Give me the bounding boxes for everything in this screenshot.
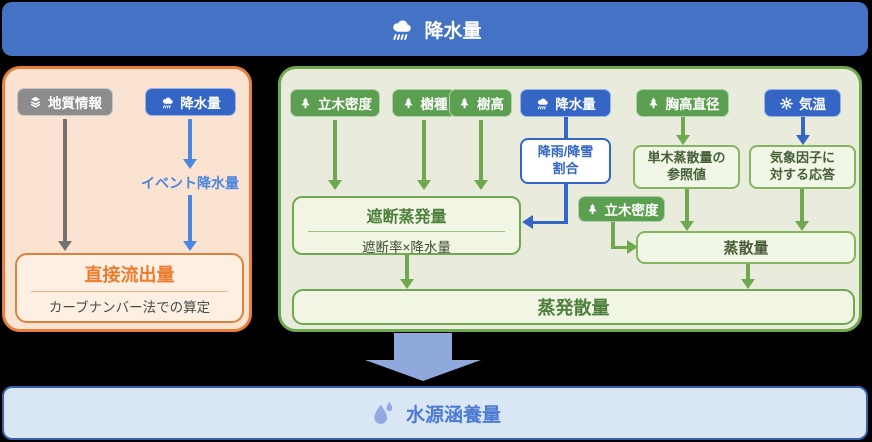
precipitation-pill-right-label: 降水量: [555, 97, 596, 112]
ratio-line2: 割合: [552, 161, 579, 176]
temperature-pill: 気温: [764, 89, 841, 117]
tree-icon: [298, 96, 313, 111]
transpiration-box: 蒸散量: [636, 231, 856, 264]
arrowhead: [796, 135, 810, 145]
arrow-interception-to-evapo: [405, 255, 409, 279]
interception-formula: 遮断率×降水量: [362, 240, 451, 255]
evapotranspiration-box: 蒸発散量: [292, 289, 855, 325]
geology-pill-label: 地質情報: [48, 96, 102, 111]
precipitation-pill-left: 降水量: [145, 88, 236, 116]
tree-density-pill: 立木密度: [290, 89, 380, 117]
direct-runoff-panel: 地質情報 降水量 イベント降水量 直接流出量 カーブナンバー法での算定: [2, 66, 252, 332]
reference-line2: 参照値: [666, 167, 706, 182]
arrow-precip-to-ratio: [564, 117, 568, 138]
arrowhead: [680, 221, 694, 231]
arrow-height-to-interception: [479, 120, 483, 180]
evapotranspiration-panel: 立木密度 樹種 樹高 降水量 胸高直径 気温: [278, 66, 862, 332]
arrow-dbh-to-reference: [681, 117, 685, 135]
tree-height-pill: 樹高: [449, 89, 512, 117]
layers-icon: [28, 95, 43, 110]
tree-icon: [646, 96, 661, 111]
down-block-arrow-tip: [365, 360, 481, 381]
event-precipitation-label: イベント降水量: [141, 175, 239, 191]
tree-density-pill-2-label: 立木密度: [604, 203, 659, 218]
reference-line1: 単木蒸散量の: [647, 150, 726, 166]
arrow-precip-to-event: [188, 119, 192, 159]
precipitation-pill-right: 降水量: [520, 89, 611, 117]
dbh-pill: 胸高直径: [636, 89, 729, 117]
tree-density-label: 立木密度: [318, 97, 372, 112]
arrow-density-to-interception: [333, 120, 337, 180]
arrow-species-to-interception: [422, 120, 426, 180]
tree-icon: [585, 202, 600, 217]
arrowhead: [400, 279, 414, 289]
tree-species-label: 樹種: [420, 97, 448, 112]
sun-icon: [779, 96, 794, 111]
response-line1: 気象因子に: [769, 150, 835, 166]
rain-cloud-icon: [388, 16, 415, 43]
arrowhead: [741, 279, 755, 289]
arrow-reference-to-transpiration: [685, 189, 689, 221]
arrowhead: [522, 215, 533, 229]
arrowhead: [183, 159, 197, 169]
rain-cloud-icon: [160, 95, 175, 110]
single-tree-reference-box: 単木蒸散量の 参照値: [633, 145, 740, 189]
arrow-ratio-down: [564, 184, 568, 224]
interception-box: 遮断蒸発量 遮断率×降水量: [292, 196, 521, 255]
water-recharge-banner-label: 水源涵養量: [405, 404, 501, 426]
arrow-response-to-transpiration: [800, 189, 804, 221]
arrow-density2-down: [611, 222, 615, 249]
precipitation-banner-label: 降水量: [424, 20, 482, 42]
geology-pill: 地質情報: [17, 88, 113, 116]
arrow-temp-to-response: [801, 117, 805, 135]
arrowhead: [474, 180, 488, 190]
temperature-pill-label: 気温: [799, 97, 826, 112]
tree-icon: [401, 96, 416, 111]
arrow-ratio-to-interception: [533, 220, 567, 224]
ratio-line1: 降雨/降雪: [537, 144, 594, 160]
direct-runoff-title: 直接流出量: [84, 265, 175, 285]
arrow-event-to-runoff: [188, 195, 192, 241]
direct-runoff-subtitle: カーブナンバー法での算定: [48, 300, 211, 315]
divider: [308, 231, 505, 232]
divider: [31, 291, 228, 292]
dbh-pill-label: 胸高直径: [665, 97, 720, 112]
arrowhead: [627, 240, 638, 254]
arrow-geology-to-runoff: [63, 119, 67, 241]
rain-cloud-icon: [535, 96, 550, 111]
arrow-transpiration-to-evapo: [746, 264, 750, 279]
tree-species-pill: 樹種: [392, 89, 456, 117]
arrowhead: [417, 180, 431, 190]
precipitation-pill-left-label: 降水量: [180, 96, 221, 111]
rain-snow-ratio-box: 降雨/降雪 割合: [520, 138, 611, 184]
interception-title: 遮断蒸発量: [366, 209, 447, 226]
tree-height-label: 樹高: [477, 97, 504, 112]
weather-response-box: 気象因子に 対する応答: [749, 145, 856, 189]
precipitation-banner: 降水量: [2, 2, 868, 56]
transpiration-label: 蒸散量: [723, 240, 769, 257]
evapotranspiration-label: 蒸発散量: [537, 298, 610, 318]
response-line2: 対する応答: [769, 167, 835, 182]
water-recharge-banner: 水源涵養量: [2, 386, 868, 440]
arrowhead: [328, 180, 342, 190]
direct-runoff-box: 直接流出量 カーブナンバー法での算定: [15, 253, 244, 323]
water-droplets-icon: [369, 399, 397, 427]
arrow-density2-to-transpiration: [611, 245, 628, 249]
down-block-arrow: [394, 333, 452, 360]
arrowhead: [676, 135, 690, 145]
tree-icon: [457, 96, 472, 111]
arrowhead: [183, 241, 197, 251]
arrowhead: [795, 221, 809, 231]
tree-density-pill-2: 立木密度: [578, 196, 665, 222]
arrowhead: [58, 241, 72, 251]
